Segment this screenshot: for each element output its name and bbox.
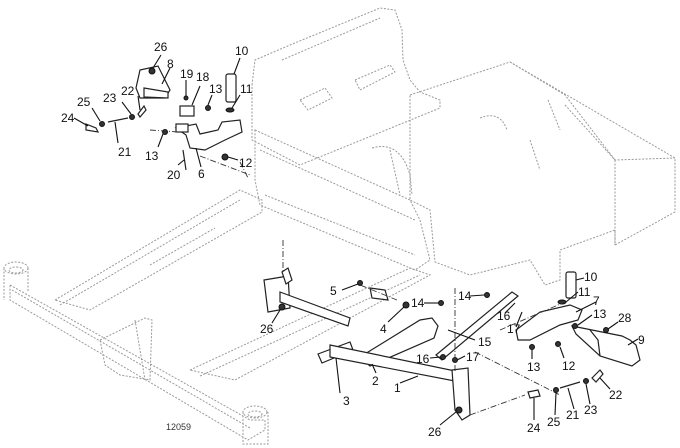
pin-24b (527, 389, 541, 399)
pin-22b (591, 369, 604, 383)
callout-24: 24 (61, 111, 75, 125)
callout-3: 3 (343, 394, 350, 408)
nut-13 (205, 105, 211, 111)
callout-5: 5 (330, 284, 337, 298)
pivot-bracket (451, 367, 471, 421)
callout-14b: 14 (458, 289, 472, 303)
figure-id-label: 12059 (166, 422, 191, 432)
callout-10b: 10 (584, 270, 598, 284)
damper-10b (565, 271, 577, 299)
nut-26b (278, 303, 286, 311)
callout-24b: 24 (527, 421, 541, 435)
callout-20: 20 (167, 168, 181, 182)
lever-2 (359, 317, 439, 367)
callout-22b: 22 (609, 388, 623, 402)
lower-center-control-assembly (263, 240, 561, 421)
shaft-21b (559, 381, 581, 389)
callout-23b: 23 (584, 403, 598, 417)
callout-25b: 25 (547, 415, 561, 429)
upper-left-control-assembly (85, 65, 251, 179)
callout-labels: 26 8 10 19 18 13 11 23 22 25 24 21 13 12… (61, 40, 645, 439)
callout-13b: 13 (145, 149, 159, 163)
callout-2: 2 (372, 374, 379, 388)
callout-14: 14 (411, 296, 425, 310)
callout-6: 6 (198, 167, 205, 181)
bushing-11 (225, 107, 235, 113)
control-arm-6 (174, 119, 243, 151)
callout-4: 4 (380, 322, 387, 336)
callout-17: 17 (507, 322, 521, 336)
washer-25 (99, 121, 105, 127)
bushing-12 (221, 153, 229, 161)
callout-18: 18 (196, 70, 210, 84)
bolt-19 (183, 95, 189, 101)
arm-7 (515, 304, 583, 341)
nut-13b (162, 129, 168, 135)
callout-25: 25 (77, 95, 91, 109)
callout-21: 21 (118, 145, 132, 159)
lower-right-control-assembly (469, 271, 641, 416)
nut-13d (529, 344, 535, 350)
callout-17b: 17 (466, 350, 480, 364)
bushing-12b (555, 341, 561, 347)
callout-8: 8 (167, 57, 174, 71)
pin-22 (137, 104, 147, 118)
washer-25b (553, 387, 559, 393)
leader-lines (73, 54, 639, 426)
callout-26: 26 (154, 40, 168, 54)
callout-13d: 13 (527, 360, 541, 374)
callout-22: 22 (121, 84, 135, 98)
callout-28: 28 (618, 311, 632, 325)
bolt-20 (182, 149, 187, 171)
bolt-5 (357, 280, 363, 286)
callout-16b: 16 (416, 352, 430, 366)
callout-15: 15 (478, 335, 492, 349)
callout-10: 10 (235, 44, 249, 58)
lever-9 (570, 325, 641, 367)
nut-13c (572, 323, 578, 329)
callout-1: 1 (394, 381, 401, 395)
bushing-16 (440, 354, 446, 360)
callout-7: 7 (593, 294, 600, 308)
callout-13c: 13 (593, 307, 607, 321)
shaft-21 (107, 117, 129, 123)
pin-24 (85, 123, 100, 133)
callout-26c: 26 (428, 425, 442, 439)
nut-14b (484, 292, 490, 298)
tube (279, 291, 351, 327)
link-15 (435, 291, 519, 361)
washer-4 (402, 301, 410, 309)
nut-26c (455, 406, 463, 414)
callout-16: 16 (497, 309, 511, 323)
callout-11: 11 (240, 82, 253, 96)
callout-11b: 11 (578, 285, 591, 299)
callout-9: 9 (638, 333, 645, 347)
callout-26b: 26 (260, 322, 274, 336)
mower-frame (3, 7, 676, 445)
nut-28 (603, 327, 609, 333)
damper-10 (225, 73, 237, 103)
callout-12: 12 (239, 156, 253, 170)
callout-23: 23 (103, 91, 117, 105)
callout-13: 13 (209, 82, 223, 96)
washer-23b (583, 378, 589, 384)
nut-14a (438, 300, 444, 306)
callout-19: 19 (180, 67, 194, 81)
washer-23 (129, 114, 135, 120)
block-18 (179, 105, 195, 117)
callout-12b: 12 (562, 359, 576, 373)
callout-21b: 21 (566, 408, 580, 422)
nut-26 (148, 67, 156, 75)
